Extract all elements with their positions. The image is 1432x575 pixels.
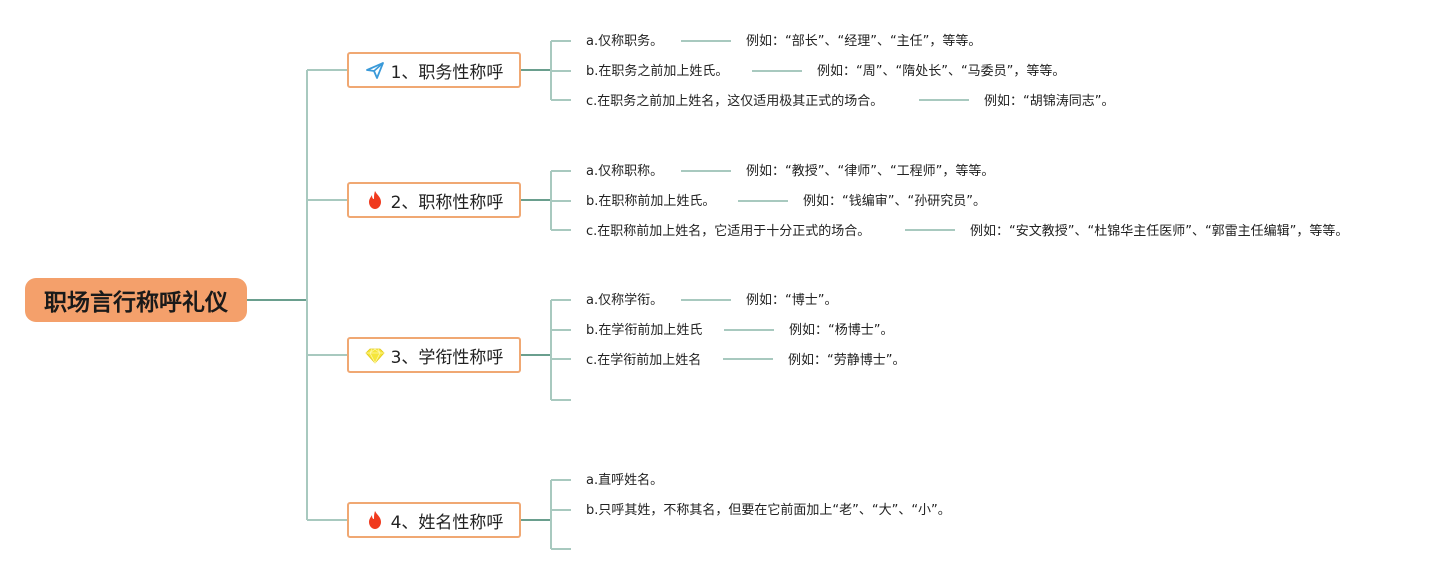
example-item[interactable]: 例如：“胡锦涛同志”。 <box>984 94 1115 109</box>
example-item[interactable]: 例如：“安文教授”、“杜锦华主任医师”、“郭雷主任编辑”，等等。 <box>970 224 1349 239</box>
root-topic[interactable]: 职场言行称呼礼仪 <box>25 278 247 322</box>
example-item[interactable]: 例如：“钱编审”、“孙研究员”。 <box>803 194 986 209</box>
leaf-item[interactable]: a.直呼姓名。 <box>586 473 664 488</box>
topic-academic-title[interactable]: 3、学衔性称呼 <box>347 337 521 373</box>
topic-job-title[interactable]: 1、职务性称呼 <box>347 52 521 88</box>
fire-icon <box>368 191 381 209</box>
topic-label: 3、学衔性称呼 <box>390 347 504 368</box>
example-item[interactable]: 例如：“周”、“隋处长”、“马委员”，等等。 <box>817 64 1066 79</box>
leaf-item[interactable]: a.仅称职务。 <box>586 34 664 49</box>
example-item[interactable]: 例如：“部长”、“经理”、“主任”，等等。 <box>746 34 982 49</box>
example-item[interactable]: 例如：“杨博士”。 <box>789 323 894 338</box>
leaf-item[interactable]: b.只呼其姓，不称其名，但要在它前面加上“老”、“大”、“小”。 <box>586 503 951 518</box>
leaf-item[interactable]: c.在职务之前加上姓名，这仅适用极其正式的场合。 <box>586 94 884 109</box>
topic-name-address[interactable]: 4、姓名性称呼 <box>347 502 521 538</box>
diamond-icon <box>365 348 385 364</box>
leaf-item[interactable]: c.在职称前加上姓名，它适用于十分正式的场合。 <box>586 224 871 239</box>
paper-plane-icon <box>365 62 384 79</box>
example-item[interactable]: 例如：“博士”。 <box>746 293 838 308</box>
leaf-item[interactable]: b.在学衔前加上姓氏 <box>586 323 703 338</box>
topic-label: 4、姓名性称呼 <box>390 512 504 533</box>
leaf-item[interactable]: b.在职务之前加上姓氏。 <box>586 64 729 79</box>
fire-icon <box>368 511 381 529</box>
root-topic-label: 职场言行称呼礼仪 <box>44 290 228 316</box>
example-item[interactable]: 例如：“劳静博士”。 <box>788 353 906 368</box>
leaf-item[interactable]: b.在职称前加上姓氏。 <box>586 194 716 209</box>
topic-professional-title[interactable]: 2、职称性称呼 <box>347 182 521 218</box>
leaf-item[interactable]: c.在学衔前加上姓名 <box>586 353 702 368</box>
example-item[interactable]: 例如：“教授”、“律师”、“工程师”，等等。 <box>746 164 995 179</box>
topic-label: 1、职务性称呼 <box>390 62 504 83</box>
topic-label: 2、职称性称呼 <box>390 192 504 213</box>
leaf-item[interactable]: a.仅称职称。 <box>586 164 664 179</box>
leaf-item[interactable]: a.仅称学衔。 <box>586 293 664 308</box>
